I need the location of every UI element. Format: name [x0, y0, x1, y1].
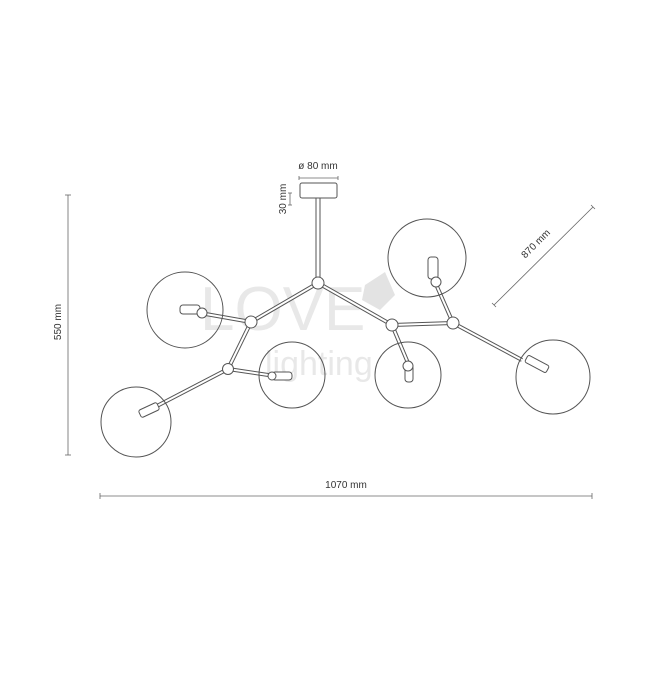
svg-text:LOVE: LOVE — [200, 275, 365, 344]
watermark-gem-icon — [362, 272, 395, 310]
dimension-lines — [65, 176, 596, 499]
arms — [154, 281, 523, 409]
canopy-diameter-label: ø 80 mm — [298, 161, 337, 172]
lamp-drawing — [100, 182, 591, 458]
globe — [387, 218, 467, 298]
globe — [100, 386, 172, 458]
globes — [100, 218, 591, 458]
globe — [258, 341, 326, 409]
canopy-height-label: 30 mm — [278, 184, 289, 215]
total-height-label: 550 mm — [53, 304, 64, 340]
joints — [222, 276, 460, 375]
canopy — [299, 182, 338, 199]
total-width-label: 1070 mm — [325, 480, 367, 491]
globe — [515, 339, 591, 415]
bulb-sockets — [138, 256, 550, 418]
globe — [146, 271, 224, 349]
watermark-logo: LOVE lighting — [200, 272, 395, 383]
globe — [374, 341, 442, 409]
diagonal-label: 870 mm — [520, 228, 553, 261]
